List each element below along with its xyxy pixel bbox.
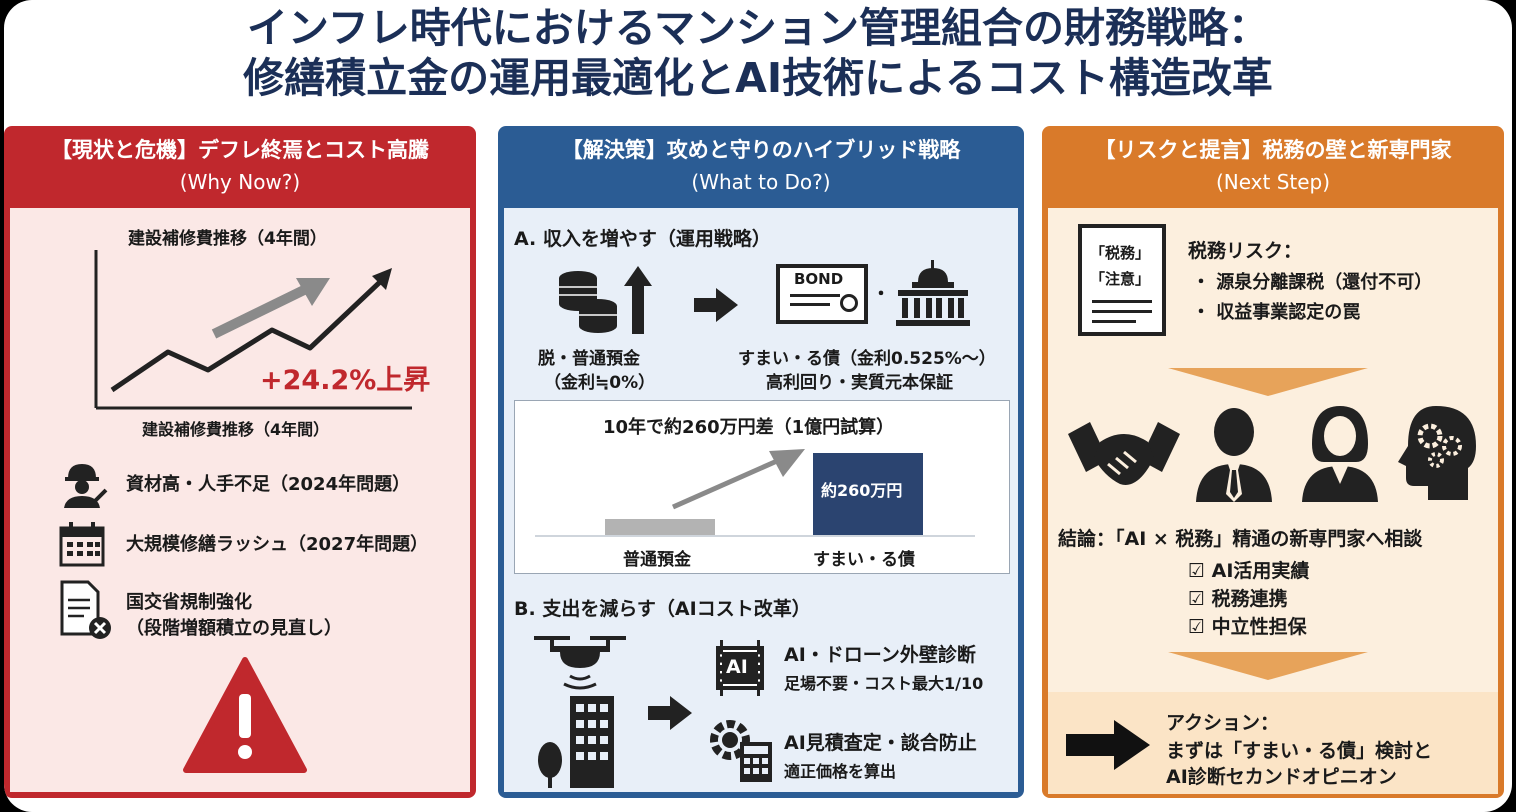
section-b-title: B. 支出を減らす（AIコスト改革） xyxy=(514,598,811,620)
down-chevron-1 xyxy=(1168,368,1368,396)
arrow-right-icon-2 xyxy=(648,696,692,730)
panel-1-heading: 【現状と危機】デフレ終焉とコスト高騰 xyxy=(51,138,429,162)
ai-chip-icon: AI xyxy=(710,640,770,696)
bond-bar: 約260万円 xyxy=(813,453,923,535)
panel-2-body: A. 収入を増やす（運用戦略） BOND ・ xyxy=(504,208,1018,792)
section-a-title: A. 収入を増やす（運用戦略） xyxy=(514,228,771,250)
check-neutrality: ☑ 中立性担保 xyxy=(1188,616,1307,638)
panel-2-subheading: (What to Do?) xyxy=(691,170,831,194)
bond-dot: ・ xyxy=(872,284,890,305)
panel-2-heading: 【解決策】攻めと守りのハイブリッド戦略 xyxy=(561,138,961,162)
panel-1-subheading: (Why Now?) xyxy=(179,170,301,194)
action-arrow-icon xyxy=(1066,720,1150,770)
tax-risk-item-1: ・ 源泉分離課税（還付不可） xyxy=(1192,272,1433,293)
comparison-title: 10年で約260万円差（1億円試算） xyxy=(603,417,895,438)
panel-3-header: 【リスクと提言】税務の壁と新専門家 (Next Step) xyxy=(1042,126,1504,208)
comparison-box: 10年で約260万円差（1億円試算） 約260万円 普通預金 すまい・る債 xyxy=(514,400,1010,574)
panel-solution: 【解決策】攻めと守りのハイブリッド戦略 (What to Do?) A. 収入を… xyxy=(498,126,1024,798)
title-line-1: インフレ時代におけるマンション管理組合の財務戦略： xyxy=(246,4,1270,52)
tax-risk-title: 税務リスク： xyxy=(1188,240,1303,262)
panel-3-heading: 【リスクと提言】税務の壁と新専門家 xyxy=(1094,138,1452,162)
check-tax-coordination: ☑ 税務連携 xyxy=(1188,588,1288,610)
bond-label: BOND xyxy=(794,270,844,288)
ai-estimate-sub: 適正価格を算出 xyxy=(784,762,897,781)
handshake-icon xyxy=(1068,422,1180,485)
savings-bar xyxy=(605,519,715,535)
rising-cost-chart-icon xyxy=(94,250,412,410)
doc-tag-caution: 「注意」 xyxy=(1090,270,1151,288)
item-regulation-detail: （段階増額積立の見直し） xyxy=(126,618,342,639)
item-regulation: 国交省規制強化 xyxy=(126,592,252,613)
bond-bar-label: 約260万円 xyxy=(821,481,903,500)
panel-1-header: 【現状と危機】デフレ終焉とコスト高騰 (Why Now?) xyxy=(4,126,476,208)
warning-triangle-icon xyxy=(183,657,307,773)
panel-1-body: 建設補修費推移（4年間） +24.2%上昇 建設補修費推移（4年間） 資材高・人… xyxy=(10,208,470,792)
savings-bar-caption: 普通預金 xyxy=(623,550,691,570)
gain-arrow-icon xyxy=(671,449,805,510)
tax-risk-item-2: ・ 収益事業認定の罠 xyxy=(1192,302,1361,323)
gear-calculator-icon xyxy=(710,720,772,782)
ai-chip-label: AI xyxy=(726,656,748,678)
action-title: アクション： xyxy=(1166,712,1280,734)
panel-3-body: 「税務」 「注意」 税務リスク： ・ 源泉分離課税（還付不可） ・ 収益事業認定… xyxy=(1048,208,1498,794)
businesswoman-icon xyxy=(1302,406,1378,502)
cost-chart-title: 建設補修費推移（4年間） xyxy=(128,229,327,249)
check-ai-track-record: ☑ AI活用実績 xyxy=(1188,560,1310,582)
bond-rate-label: すまい・る債（金利0.525%〜） xyxy=(738,349,996,369)
document-reject-icon xyxy=(60,580,111,639)
action-line-2: AI診断セカンドオピニオン xyxy=(1166,766,1397,788)
drone-diagnosis-sub: 足場不要・コスト最大1/10 xyxy=(784,674,984,693)
panel-3-subheading: (Next Step) xyxy=(1215,170,1331,194)
action-line-1: まずは「すまい・る債」検討と xyxy=(1166,740,1433,762)
infographic-frame: インフレ時代におけるマンション管理組合の財務戦略： 修繕積立金の運用最適化とAI… xyxy=(4,0,1512,812)
head-gears-icon xyxy=(1398,406,1476,500)
worker-with-wrench-icon xyxy=(64,464,108,508)
conclusion-text: 結論：「AI × 税務」精通の新専門家へ相談 xyxy=(1058,528,1423,550)
panel-2-header: 【解決策】攻めと守りのハイブリッド戦略 (What to Do?) xyxy=(498,126,1024,208)
title-line-2: 修繕積立金の運用最適化とAI技術によるコスト構造改革 xyxy=(243,54,1273,102)
businessman-icon xyxy=(1196,408,1272,502)
doc-tag-tax: 「税務」 xyxy=(1090,244,1151,262)
tax-document-icon: 「税務」 「注意」 xyxy=(1078,224,1166,336)
drone-building-icon xyxy=(534,636,626,788)
bond-bar-caption: すまい・る債 xyxy=(813,550,915,570)
government-building-icon xyxy=(896,260,970,326)
bond-certificate-icon: BOND xyxy=(776,264,868,324)
down-chevron-2 xyxy=(1168,652,1368,680)
cost-chart-caption: 建設補修費推移（4年間） xyxy=(142,420,330,439)
bond-benefit-label: 高利回り・実質元本保証 xyxy=(766,373,953,393)
action-box: アクション： まずは「すまい・る債」検討と AI診断セカンドオピニオン xyxy=(1048,692,1498,794)
comparison-baseline xyxy=(535,535,975,537)
item-renovation-rush: 大規模修繕ラッシュ（2027年問題） xyxy=(126,534,429,555)
savings-label: 脱・普通預金 xyxy=(538,349,640,369)
coins-up-arrow-icon xyxy=(559,266,652,334)
increase-percent-label: +24.2%上昇 xyxy=(260,365,431,396)
drone-diagnosis-title: AI・ドローン外壁診断 xyxy=(784,644,976,666)
ai-estimate-title: AI見積査定・談合防止 xyxy=(784,732,977,754)
savings-rate-label: （金利≒0%） xyxy=(544,373,656,393)
panel-current-crisis: 【現状と危機】デフレ終焉とコスト高騰 (Why Now?) 建設補修費推移（4年… xyxy=(4,126,476,798)
panel-risk-proposal: 【リスクと提言】税務の壁と新専門家 (Next Step) 「税務」 「注意」 … xyxy=(1042,126,1504,798)
calendar-icon xyxy=(59,522,105,567)
arrow-right-icon xyxy=(694,288,738,322)
item-materials-labor: 資材高・人手不足（2024年問題） xyxy=(126,474,411,495)
